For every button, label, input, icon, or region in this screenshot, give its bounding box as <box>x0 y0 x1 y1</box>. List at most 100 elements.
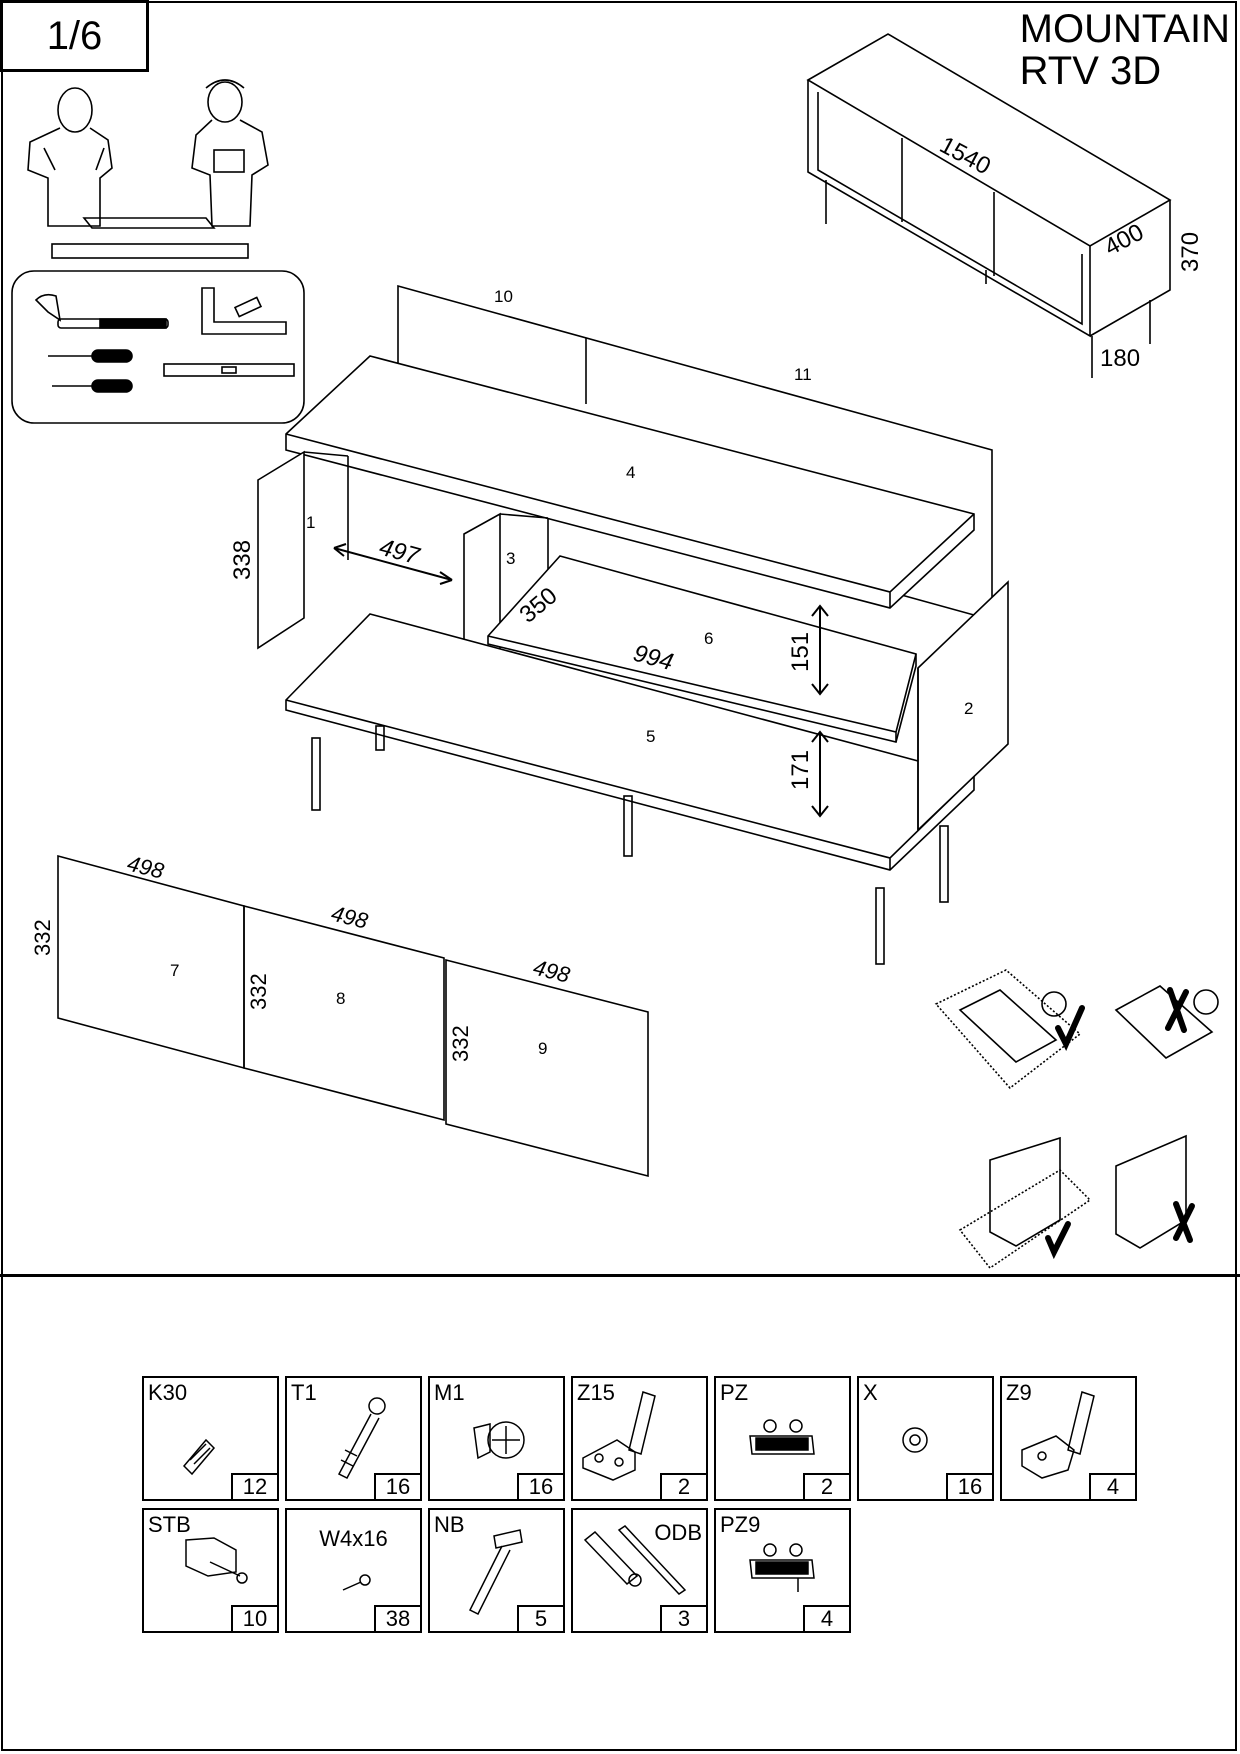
tools-box <box>11 270 305 424</box>
cross-icon <box>1165 987 1189 1033</box>
use-mat-icon <box>934 969 1082 1090</box>
dim-height: 370 <box>1177 232 1204 272</box>
door-panel-7 <box>57 854 245 1070</box>
part-w4x16: W4x16 38 <box>285 1508 422 1633</box>
page-number: 1/6 <box>0 0 149 72</box>
panel-label-3: 3 <box>506 549 515 568</box>
part-m1: M1 16 <box>428 1376 565 1501</box>
panel-label-9: 9 <box>538 1039 547 1058</box>
part-code: ODB <box>654 1520 702 1545</box>
legs <box>311 725 949 965</box>
part-stb: STB 10 <box>142 1508 279 1633</box>
part-k30: K30 12 <box>142 1376 279 1501</box>
leg-icon <box>468 1529 523 1616</box>
bracket-icon <box>185 1537 248 1584</box>
part-code: M1 <box>434 1380 465 1405</box>
check-icon <box>1055 1005 1085 1052</box>
part-code: X <box>863 1380 878 1405</box>
part-code: Z15 <box>577 1380 615 1405</box>
dowel-icon <box>182 1438 216 1476</box>
dim-compartment-width: 497 <box>376 534 423 571</box>
mounting-plate-icon <box>749 1543 815 1592</box>
dim-door-height-8: 332 <box>246 973 271 1010</box>
part-qty: 2 <box>660 1473 706 1499</box>
part-qty: 4 <box>803 1605 849 1631</box>
no-floor-upright-icon <box>1115 1134 1187 1249</box>
hinge-icon <box>1021 1391 1095 1479</box>
dim-side-height: 338 <box>229 540 256 580</box>
panel-label-7: 7 <box>170 961 179 980</box>
part-qty: 4 <box>1089 1473 1135 1499</box>
top-panel <box>285 355 975 609</box>
part-odb: ODB 3 <box>571 1508 708 1633</box>
part-code: T1 <box>291 1380 317 1405</box>
part-code: W4x16 <box>319 1526 388 1551</box>
push-opener-icon <box>583 1525 687 1595</box>
dim-lower-gap: 171 <box>787 750 814 790</box>
part-code: STB <box>148 1512 191 1537</box>
part-x: X 16 <box>857 1376 994 1501</box>
part-qty: 5 <box>517 1605 563 1631</box>
screwdriver-icon <box>48 349 133 393</box>
product-model: RTV 3D <box>1019 49 1162 93</box>
section-divider <box>0 1274 1240 1277</box>
door-panel-8 <box>243 904 445 1122</box>
dim-door-width-7: 498 <box>125 851 167 884</box>
cam-lock-icon <box>473 1421 525 1460</box>
part-qty: 38 <box>374 1605 420 1631</box>
panel-label-10: 10 <box>494 287 513 306</box>
part-qty: 16 <box>946 1473 992 1499</box>
part-code: NB <box>434 1512 465 1537</box>
door-panel-9 <box>445 958 649 1178</box>
part-nb: NB 5 <box>428 1508 565 1633</box>
part-code: PZ <box>720 1380 749 1405</box>
part-qty: 16 <box>517 1473 563 1499</box>
cabinet-overview <box>806 33 1172 378</box>
check-icon-2 <box>1045 1221 1071 1260</box>
panel-label-2: 2 <box>964 699 973 718</box>
dim-upper-gap: 151 <box>787 632 814 672</box>
cam-bolt-icon <box>337 1397 386 1479</box>
part-z9: Z9 4 <box>1000 1376 1137 1501</box>
product-name: MOUNTAIN <box>1019 7 1230 51</box>
two-people-icon <box>27 79 269 259</box>
spirit-level-icon <box>163 363 295 377</box>
shelf-panel <box>487 555 917 743</box>
screw-icon <box>342 1574 371 1591</box>
use-mat-upright-icon <box>958 1136 1092 1270</box>
mounting-plate-icon <box>749 1419 815 1455</box>
part-qty: 10 <box>231 1605 277 1631</box>
part-pz: PZ 2 <box>714 1376 851 1501</box>
part-pz9: PZ9 4 <box>714 1508 851 1633</box>
part-t1: T1 16 <box>285 1376 422 1501</box>
no-hard-floor-icon <box>1114 985 1219 1059</box>
part-qty: 3 <box>660 1605 706 1631</box>
product-title: MOUNTAIN RTV 3D <box>1020 8 1230 92</box>
assembly-diagram: 1540 400 370 180 10 11 4 1 3 6 2 5 7 8 9… <box>11 33 1219 1270</box>
panel-label-6: 6 <box>704 629 713 648</box>
panel-label-1: 1 <box>306 513 315 532</box>
cross-icon-2 <box>1173 1201 1195 1243</box>
panel-label-5: 5 <box>646 727 655 746</box>
dim-depth: 400 <box>1100 219 1148 262</box>
bottom-panel <box>285 613 975 871</box>
side-panel-left <box>257 450 305 650</box>
panel-label-8: 8 <box>336 989 345 1008</box>
square-ruler-icon <box>201 287 287 335</box>
part-code: K30 <box>148 1380 188 1405</box>
part-qty: 12 <box>231 1473 277 1499</box>
dim-door-height-7: 332 <box>30 919 55 956</box>
part-qty: 2 <box>803 1473 849 1499</box>
hammer-icon <box>34 293 169 329</box>
part-qty: 16 <box>374 1473 420 1499</box>
dim-leg: 180 <box>1100 345 1140 372</box>
part-code: PZ9 <box>720 1512 761 1537</box>
part-code: Z9 <box>1006 1380 1032 1405</box>
cap-icon <box>902 1427 928 1453</box>
hinge-icon <box>582 1391 656 1481</box>
dim-door-height-9: 332 <box>448 1025 473 1062</box>
panel-label-11: 11 <box>794 365 812 384</box>
panel-label-4: 4 <box>626 463 635 482</box>
part-z15: Z15 2 <box>571 1376 708 1501</box>
